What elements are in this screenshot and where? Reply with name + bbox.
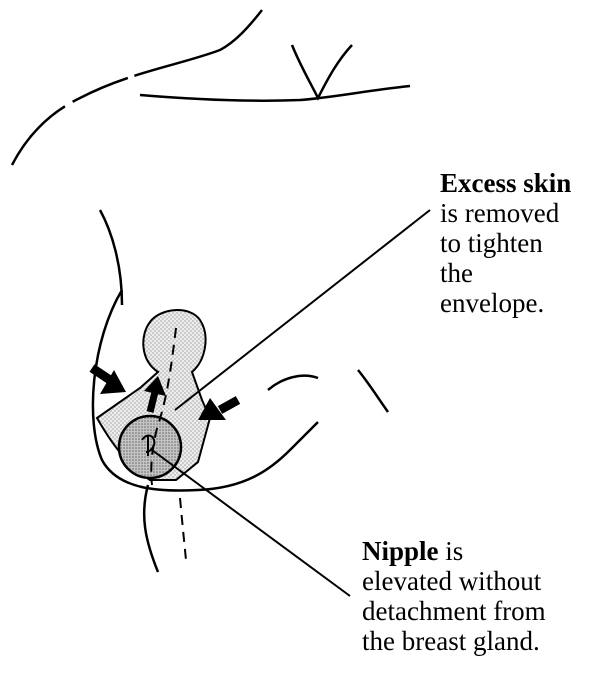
nipple-line: the breast gland.	[362, 626, 546, 656]
neck-notch	[292, 45, 352, 98]
excess-skin-line: is removed	[440, 198, 571, 228]
areola	[119, 416, 181, 478]
nipple-lead: Nipple	[362, 536, 439, 566]
nipple-label: Nipple is elevated without detachment fr…	[362, 536, 546, 656]
nipple-line: detachment from	[362, 596, 546, 626]
excess-skin-line: the	[440, 258, 571, 288]
excess-skin-lead: Excess skin	[440, 168, 571, 198]
torso-side-line	[100, 210, 122, 305]
excess-skin-leader	[175, 210, 430, 410]
shoulder-outline	[12, 10, 262, 165]
breast-inner-fold	[268, 376, 318, 390]
left-tighten-arrow-icon	[92, 368, 126, 394]
excess-skin-line: to tighten	[440, 228, 571, 258]
abdomen-line	[144, 485, 158, 572]
nipple-lead-suffix: is	[439, 536, 464, 566]
dashed-lower-line	[180, 498, 186, 560]
excess-skin-line: envelope.	[440, 288, 571, 318]
excess-skin-label: Excess skin is removed to tighten the en…	[440, 168, 571, 318]
right-tighten-arrow-icon	[198, 398, 238, 420]
nipple-line: elevated without	[362, 566, 546, 596]
clavicle-line	[140, 86, 410, 101]
other-breast-edge	[358, 370, 388, 412]
